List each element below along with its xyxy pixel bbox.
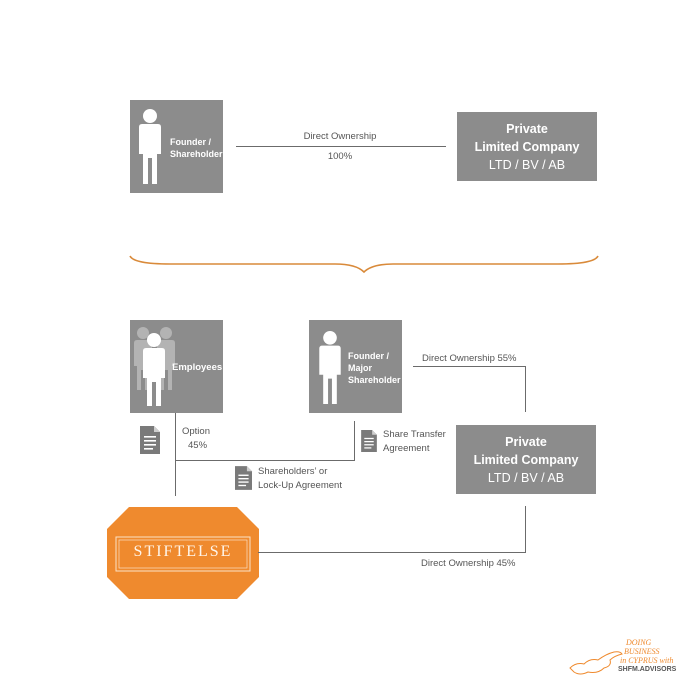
document-icon	[361, 430, 377, 452]
company-title-line2: Limited Company	[474, 139, 580, 154]
direct-ownership-45-label: Direct Ownership 45%	[421, 558, 516, 569]
top-company-box: Private Limited Company LTD / BV / AB	[457, 112, 597, 181]
direct-ownership-55-label: Direct Ownership 55%	[422, 353, 517, 364]
agreement-horizontal-line	[175, 460, 355, 461]
company-title-line1: Private	[505, 434, 547, 449]
bottom-company-box: Private Limited Company LTD / BV / AB	[456, 425, 596, 494]
connector-55-horizontal	[413, 366, 526, 367]
company-title-line2: Limited Company	[473, 452, 579, 467]
company-type: LTD / BV / AB	[487, 470, 565, 485]
logo-line4: SHFM.ADVISORS	[618, 666, 677, 673]
logo-line2: BUSINESS	[624, 647, 660, 656]
share-transfer-line1: Share Transfer	[383, 429, 446, 440]
logo-line3: in CYPRUS with	[620, 656, 674, 665]
founder-shareholder-box: Founder / Shareholder	[130, 100, 223, 193]
logo-line1: DOING	[626, 638, 652, 647]
company-title-line1: Private	[506, 121, 548, 136]
employees-down-line	[175, 413, 176, 496]
cyprus-map-logo-icon	[569, 651, 623, 675]
person-icon	[139, 109, 161, 184]
founder-major-shareholder-box: Founder / Major Shareholder	[309, 320, 402, 413]
document-icon	[140, 426, 160, 454]
top-ownership-line	[236, 146, 446, 147]
connector-45-horizontal	[258, 552, 526, 553]
shareholders-agreement-line2: Lock-Up Agreement	[258, 480, 342, 491]
employees-label: Employees	[172, 362, 223, 373]
founder-major-line1: Founder /	[348, 351, 389, 361]
founder-down-line	[354, 421, 355, 461]
founder-major-line2: Major	[348, 363, 373, 373]
logo-text: DOING BUSINESS in CYPRUS with SHFM.ADVIS…	[618, 638, 696, 674]
founder-major-line3: Shareholder	[348, 375, 401, 385]
top-edge-label: Direct Ownership	[303, 131, 377, 142]
connector-55-vertical	[525, 366, 526, 412]
person-icon	[319, 330, 341, 404]
founder-label-line1: Founder /	[170, 137, 211, 147]
option-label: Option	[182, 426, 210, 437]
founder-label-line2: Shareholder	[170, 149, 223, 159]
stiftelse-octagon	[107, 507, 259, 599]
option-value: 45%	[188, 440, 208, 451]
shareholders-agreement-line1: Shareholders’ or	[258, 466, 328, 477]
company-type: LTD / BV / AB	[488, 157, 566, 172]
employees-box: Employees	[130, 320, 223, 413]
transition-brace	[129, 255, 599, 274]
document-icon	[235, 466, 252, 490]
stiftelse-label: STIFTELSE	[133, 543, 233, 560]
share-transfer-line2: Agreement	[383, 443, 430, 454]
connector-45-vertical	[525, 506, 526, 553]
group-of-people-icon	[134, 327, 175, 406]
top-edge-value: 100%	[327, 151, 353, 162]
